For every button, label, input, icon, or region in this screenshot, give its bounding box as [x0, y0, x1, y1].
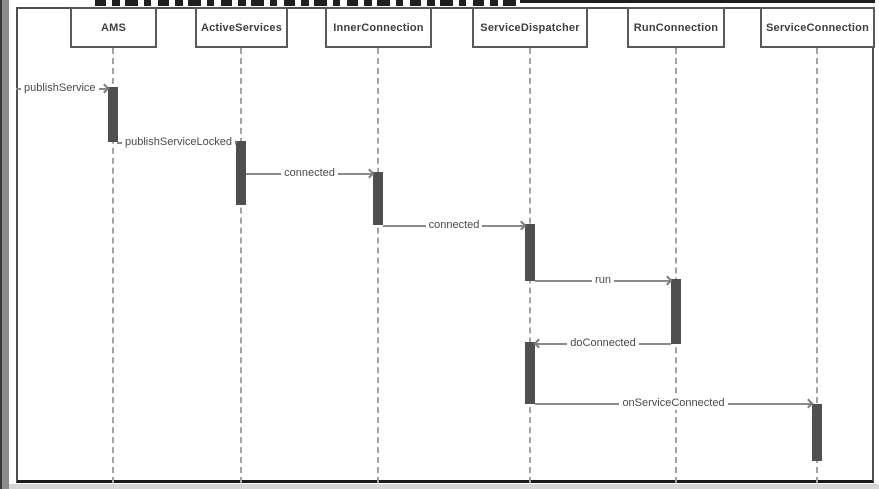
participant-box-ams: AMS: [70, 7, 157, 48]
participant-label: ServiceDispatcher: [480, 21, 580, 34]
participant-box-servicedispatcher: ServiceDispatcher: [472, 7, 588, 48]
arrowhead-icon: [533, 338, 544, 348]
arrowhead-icon: [364, 168, 375, 178]
window-edge-left: [0, 0, 9, 489]
arrowhead-icon: [99, 83, 110, 93]
message-run: run: [535, 273, 673, 288]
message-label: onServiceConnected: [619, 397, 728, 410]
participant-label: AMS: [100, 21, 127, 34]
activation-bar-activeservices: [236, 141, 246, 205]
clipped-text-fragment: [95, 0, 520, 6]
message-label: connected: [281, 167, 338, 180]
participant-label: InnerConnection: [333, 21, 424, 34]
message-doconnected: doConnected: [533, 336, 671, 351]
participant-box-runconnection: RunConnection: [627, 7, 725, 48]
diagram-frame: [16, 7, 874, 483]
arrowhead-icon: [662, 275, 673, 285]
clipped-text-fragment: [520, 0, 875, 3]
message-connected-2: connected: [383, 218, 527, 233]
message-label: run: [592, 274, 614, 287]
lifeline-activeservices: [240, 48, 242, 483]
activation-bar-servicedispatcher-1: [525, 224, 535, 281]
message-label: doConnected: [567, 337, 639, 350]
participant-box-serviceconnection: ServiceConnection: [760, 7, 875, 48]
message-label: publishServiceLocked: [122, 136, 236, 149]
message-connected-1: connected: [246, 166, 375, 181]
lifeline-runconnection: [675, 48, 677, 483]
participant-box-innerconnection: InnerConnection: [325, 7, 432, 48]
activation-bar-serviceconnection: [812, 404, 822, 461]
activation-bar-servicedispatcher-2: [525, 342, 535, 404]
message-label: publishService: [21, 82, 99, 95]
message-onserviceconnected: onServiceConnected: [535, 396, 814, 411]
arrowhead-icon: [803, 398, 814, 408]
activation-bar-innerconnection: [373, 172, 383, 225]
lifeline-serviceconnection: [816, 48, 818, 483]
message-publishservicelocked: publishServiceLocked: [117, 135, 238, 150]
participant-label: ActiveServices: [200, 21, 283, 34]
window-edge-bottom: [9, 484, 879, 489]
lifeline-ams: [112, 48, 114, 483]
participant-box-activeservices: ActiveServices: [195, 7, 288, 48]
activation-bar-ams: [108, 87, 118, 142]
participant-label: ServiceConnection: [765, 21, 870, 34]
lifeline-innerconnection: [377, 48, 379, 483]
message-label: connected: [425, 219, 483, 232]
arrowhead-icon: [516, 220, 527, 230]
participant-label: RunConnection: [633, 21, 719, 34]
message-publishservice: publishService: [16, 81, 110, 96]
activation-bar-runconnection: [671, 279, 681, 344]
